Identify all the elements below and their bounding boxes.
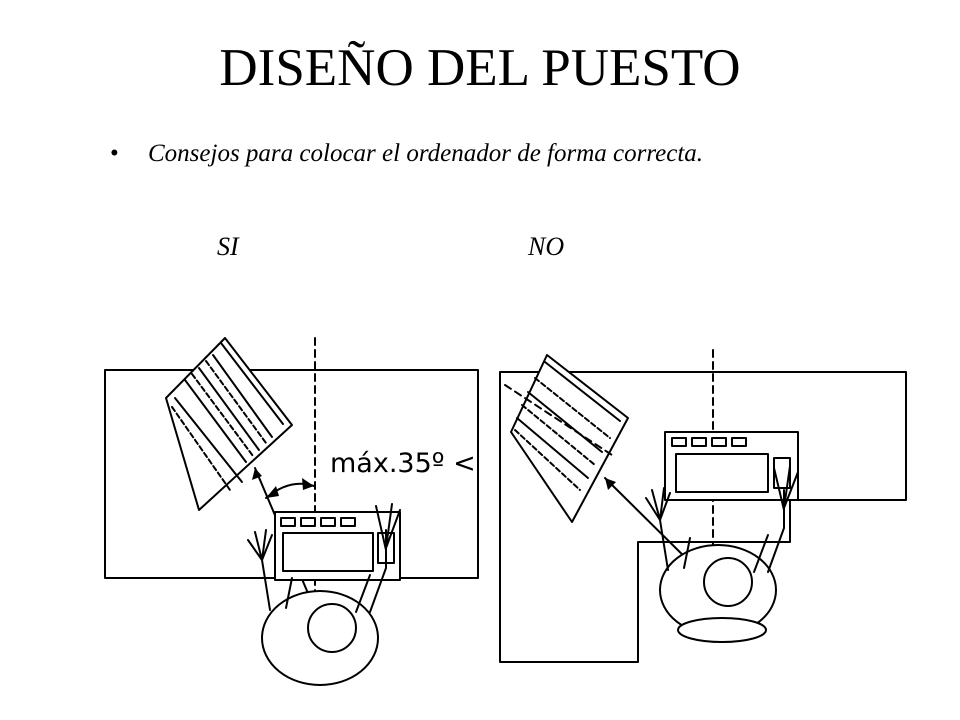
incorrect-setup-illustration: [499, 349, 907, 663]
desk-right: [499, 371, 907, 663]
monitor-axis-right: [504, 384, 613, 456]
bullet-dot-icon: •: [110, 140, 119, 167]
person-left-icon: [247, 503, 401, 686]
bullet-text: Consejos para colocar el ordenador de fo…: [148, 140, 704, 167]
correct-setup-illustration: máx.35º <: [104, 337, 479, 686]
sight-arrow-left-icon: [252, 468, 262, 480]
monitor-right-icon: [510, 354, 629, 523]
slide-title: DISEÑO DEL PUESTO: [219, 39, 741, 97]
angle-label: máx.35º <: [330, 448, 476, 479]
label-no: NO: [528, 232, 565, 261]
keyboard-right-icon: [664, 431, 799, 501]
keyboard-left-icon: [274, 511, 401, 581]
person-right-icon: [645, 465, 799, 643]
label-yes: SI: [217, 232, 239, 261]
monitor-left-icon: [165, 337, 293, 511]
sight-arrow-right-icon: [605, 478, 616, 490]
bullet-item: • Consejos para colocar el ordenador de f…: [110, 140, 703, 168]
